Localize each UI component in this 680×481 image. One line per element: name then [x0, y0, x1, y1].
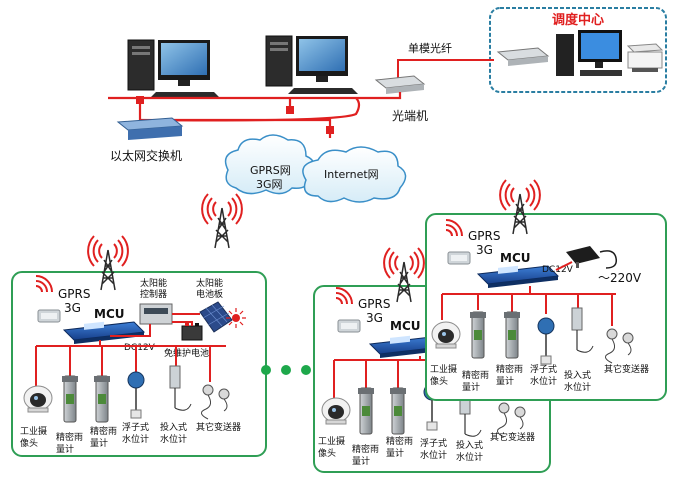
- station-left-dev-4-a: 投入式: [160, 421, 187, 433]
- station-right-dev-2-a: 精密雨: [496, 363, 523, 375]
- solar-panel-icon: [199, 301, 233, 333]
- station-middle-dev-0-a: 工业摄: [318, 435, 345, 447]
- station-right-dev-0-b: 像头: [430, 375, 448, 387]
- station-left-solar-ctrl-2: 控制器: [140, 288, 167, 300]
- station-right-wires: [441, 261, 616, 326]
- station-left-dev-0-a: 工业摄: [20, 425, 47, 437]
- station-right-dev-2-b: 量计: [496, 375, 514, 387]
- station-left-camera-icon: [23, 385, 53, 413]
- solar-controller-icon: [139, 303, 173, 325]
- station-right-dev-4-a: 投入式: [564, 369, 591, 381]
- station-left-dev-3-a: 浮子式: [122, 421, 149, 433]
- station-middle-dev-4-a: 投入式: [456, 439, 483, 451]
- station-left-dev-4-b: 水位计: [160, 433, 187, 445]
- station-right-dev-5: 其它变送器: [604, 363, 649, 375]
- station-middle-dev-2-b: 量计: [386, 447, 404, 459]
- station-middle-dev-3-b: 水位计: [420, 449, 447, 461]
- sun-icon: [226, 308, 246, 328]
- station-left-dev-2-b: 量计: [90, 437, 108, 449]
- station-left-dev-1-b: 量计: [56, 443, 74, 455]
- station-left-wires: [35, 313, 226, 386]
- station-middle-gprs-module: [337, 319, 361, 333]
- station-middle-dev-5: 其它变送器: [490, 431, 535, 443]
- station-left-dev-3-b: 水位计: [122, 433, 149, 445]
- station-middle-dev-2-a: 精密雨: [386, 435, 413, 447]
- station-left-mcu-label: MCU: [94, 307, 125, 321]
- station-right-gprs: GPRS: [468, 229, 501, 243]
- station-middle-raingauge-2-icon: [389, 387, 407, 435]
- more-stations-ellipsis: [261, 365, 311, 375]
- monitor-pc-1-icon: [127, 39, 221, 99]
- station-left-gprs-module: [37, 309, 61, 323]
- station-middle-dev-4-b: 水位计: [456, 451, 483, 463]
- station-right-raingauge-1-icon: [469, 311, 487, 359]
- station-left-solar-ctrl-1: 太阳能: [140, 277, 167, 289]
- station-middle-dev-0-b: 像头: [318, 447, 336, 459]
- station-right-dev-1-a: 精密雨: [462, 369, 489, 381]
- station-left-3g: 3G: [64, 301, 81, 315]
- station-right-mcu-label: MCU: [500, 251, 531, 265]
- station-right-camera-icon: [431, 321, 461, 349]
- station-left-dev-1-a: 精密雨: [56, 431, 83, 443]
- fiber-label: 单模光纤: [408, 41, 452, 55]
- station-left-dev-2-a: 精密雨: [90, 425, 117, 437]
- station-left-battery: 免维护电池: [164, 347, 209, 359]
- station-left-raingauge-2-icon: [93, 375, 111, 423]
- ethernet-switch-icon: [116, 117, 184, 140]
- station-left-raingauge-1-icon: [61, 375, 79, 423]
- cloud-3g-label: 3G网: [256, 178, 283, 191]
- station-left-dev-5: 其它变送器: [196, 421, 241, 433]
- station-left-gprs: GPRS: [58, 287, 91, 301]
- printer-icon: [626, 43, 664, 72]
- station-right-raingauge-2-icon: [503, 311, 521, 359]
- fiber-line: [397, 59, 494, 82]
- cloud-internet-label: Internet网: [324, 168, 379, 181]
- optical-terminal-icon: [374, 75, 426, 94]
- station-right-3g: 3G: [476, 243, 493, 257]
- station-left-solar-panel-2: 电池板: [196, 288, 223, 300]
- dispatch-computer-icon: [556, 30, 622, 76]
- station-middle-gprs: GPRS: [358, 297, 391, 311]
- station-left-dev-0-b: 像头: [20, 437, 38, 449]
- station-middle-dev-1-a: 精密雨: [352, 443, 379, 455]
- station-right-ac: ～220V: [598, 271, 642, 285]
- relay-tower-icon: [201, 193, 243, 249]
- cloud-gprs-label: GPRS网: [250, 164, 291, 177]
- gprs-3g-cloud: [224, 134, 315, 195]
- station-right-dev-0-a: 工业摄: [430, 363, 457, 375]
- station-right-dev-1-b: 量计: [462, 381, 480, 393]
- dispatch-center-title: 调度中心: [552, 12, 604, 28]
- ethernet-switch-label: 以太网交换机: [110, 148, 182, 163]
- power-adapter-icon: [566, 246, 618, 269]
- station-middle-dev-1-b: 量计: [352, 455, 370, 467]
- station-left-dc: DC12V: [124, 343, 156, 353]
- station-middle-raingauge-1-icon: [357, 387, 375, 435]
- station-right-dev-4-b: 水位计: [564, 381, 591, 393]
- station-middle-camera-icon: [321, 397, 351, 425]
- station-right-gprs-module: [447, 251, 471, 265]
- station-right-dev-3-b: 水位计: [530, 375, 557, 387]
- station-left-solar-panel-1: 太阳能: [196, 277, 223, 289]
- optical-terminal-label: 光端机: [392, 109, 428, 123]
- station-middle-3g: 3G: [366, 311, 383, 325]
- station-middle-dev-3-a: 浮子式: [420, 437, 447, 449]
- station-middle-mcu-label: MCU: [390, 319, 421, 333]
- optical-terminal-dispatch: [496, 47, 550, 66]
- monitor-pc-2-icon: [265, 35, 359, 95]
- internet-cloud: [302, 146, 407, 203]
- station-right-dev-3-a: 浮子式: [530, 363, 557, 375]
